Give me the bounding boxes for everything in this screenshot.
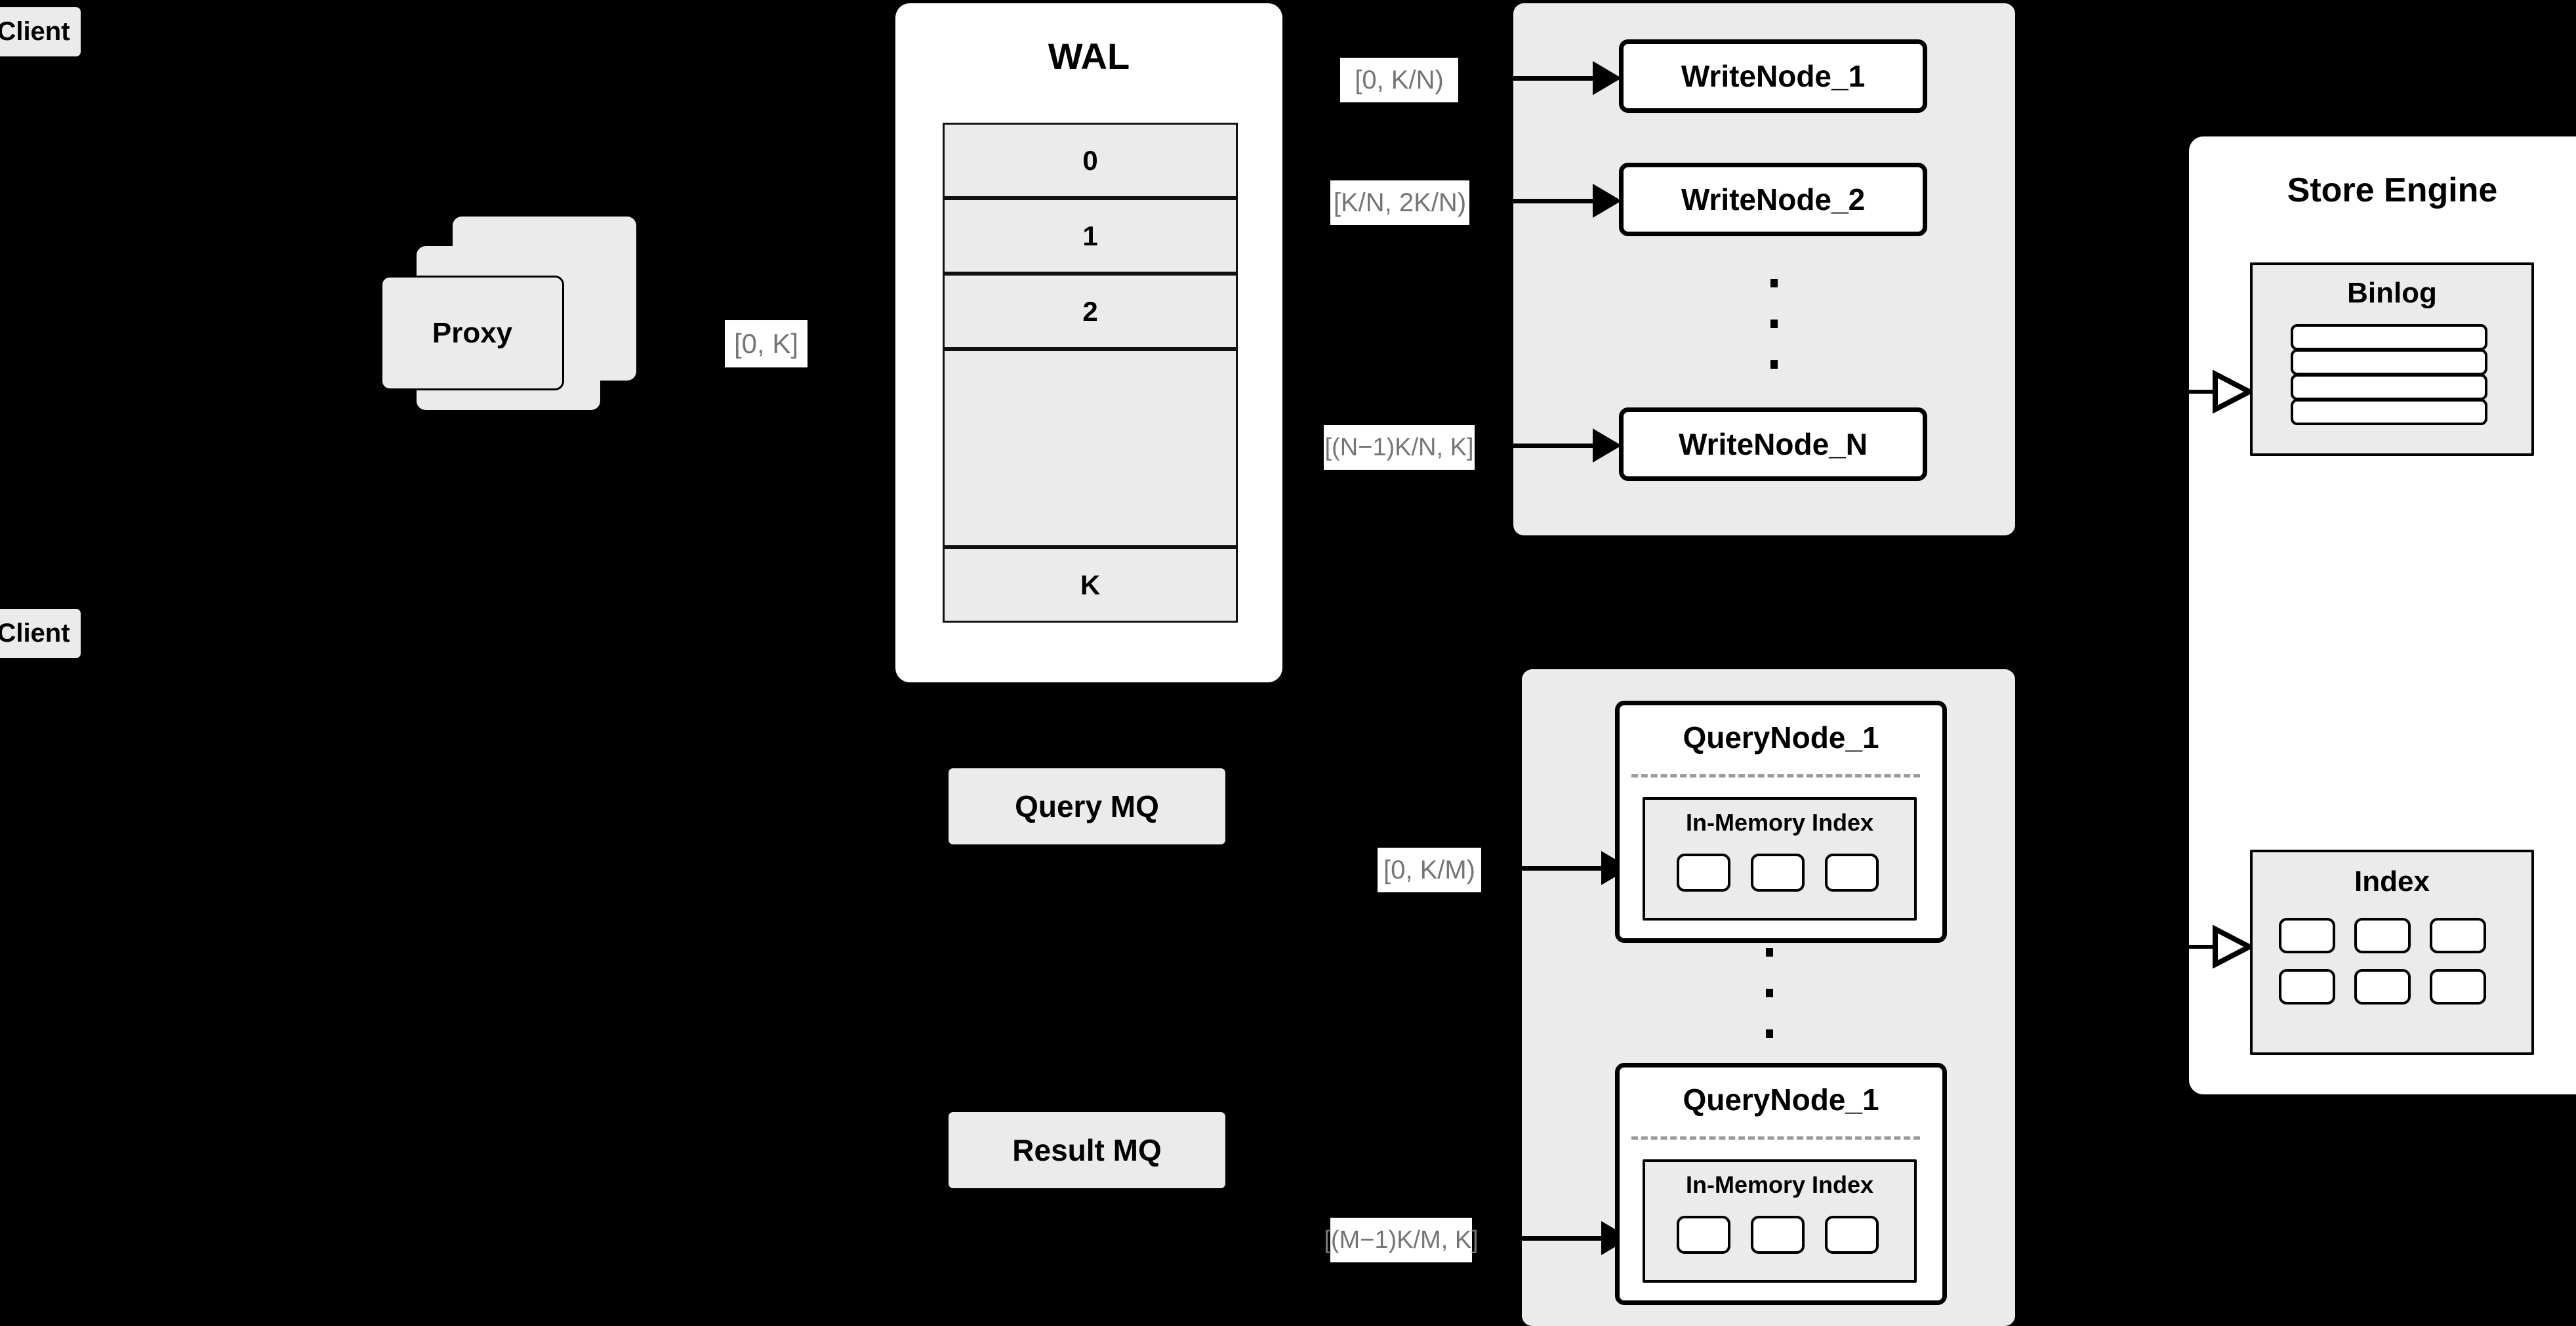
writenode-1-arrow-head-icon [1593, 61, 1622, 95]
index-panel[interactable]: Index [2250, 850, 2534, 1055]
binlog-segment-1[interactable] [2291, 324, 2487, 350]
wal-row-k[interactable]: K [943, 547, 1238, 623]
query-mq-box[interactable]: Query MQ [947, 766, 1227, 846]
writenode-2-arrow-line [1513, 199, 1610, 203]
querynode-m-box[interactable]: QueryNode_1 In-Memory Index [1615, 1063, 1947, 1305]
querynode-1-inmemory-index[interactable]: In-Memory Index [1643, 797, 1917, 921]
binlog-label: Binlog [2347, 277, 2437, 309]
result-mq-box[interactable]: Result MQ [947, 1110, 1227, 1190]
writenode-2-box[interactable]: WriteNode_2 [1619, 163, 1927, 236]
querynode-1-divider [1631, 774, 1920, 777]
wal-ellipsis-icon [2030, 770, 2039, 860]
querynode-m-index-slot-2[interactable] [1751, 1216, 1805, 1254]
binlog-arrow-line [2189, 390, 2217, 394]
writenode-n-label: WriteNode_N [1679, 427, 1868, 461]
querynode-1-label: QueryNode_1 [1683, 720, 1879, 755]
binlog-arrow-head-icon [2213, 370, 2252, 413]
binlog-segment-3[interactable] [2291, 374, 2487, 400]
client-label-2: Client [0, 619, 70, 648]
proxy-stack[interactable]: Proxy [380, 217, 689, 433]
index-slot-3[interactable] [2430, 918, 2486, 953]
proxy-box[interactable]: Proxy [380, 276, 564, 390]
index-arrow-line [2189, 945, 2217, 949]
query-cluster-ellipsis-icon [1765, 948, 1774, 1038]
client-box-2[interactable]: Client [0, 607, 83, 660]
binlog-segment-4[interactable] [2291, 399, 2487, 425]
index-slot-2[interactable] [2354, 918, 2411, 953]
querynode-m-arrow-line [1522, 1236, 1619, 1241]
store-engine-title: Store Engine [2287, 171, 2498, 209]
proxy-interval-label: [0, K] [725, 320, 808, 367]
client-label-1: Client [0, 17, 70, 46]
writenode-2-label: WriteNode_2 [1681, 182, 1866, 217]
wal-row-1[interactable]: 1 [943, 198, 1238, 274]
result-mq-label: Result MQ [1012, 1133, 1162, 1167]
writenode-n-arrow-head-icon [1593, 428, 1622, 463]
index-arrow-head-icon [2213, 925, 2252, 968]
wal-row-ellipsis [943, 349, 2039, 860]
querynode-1-index-slot-1[interactable] [1677, 854, 1730, 892]
querynode-1-arrow-line [1522, 866, 1619, 871]
proxy-label: Proxy [432, 316, 513, 349]
index-slot-4[interactable] [2279, 969, 2335, 1005]
binlog-panel[interactable]: Binlog [2250, 262, 2534, 456]
writenode-1-arrow-line [1513, 76, 1610, 81]
query-mq-label: Query MQ [1015, 789, 1159, 823]
querynode-m-label: QueryNode_1 [1683, 1083, 1879, 1117]
writenode-1-box[interactable]: WriteNode_1 [1619, 39, 1927, 113]
querynode-1-index-slot-2[interactable] [1751, 854, 1805, 892]
index-label: Index [2354, 865, 2430, 898]
querynode-m-inmemory-index[interactable]: In-Memory Index [1643, 1159, 1917, 1283]
querynode-m-index-slot-1[interactable] [1677, 1216, 1730, 1254]
querynode-1-index-slot-3[interactable] [1825, 854, 1879, 892]
writenode-1-label: WriteNode_1 [1681, 59, 1866, 93]
querynode-1-interval-label: [0, K/M) [1378, 848, 1481, 892]
writenode-2-interval-label: [K/N, 2K/N) [1330, 180, 1469, 225]
client-box-1[interactable]: Client [0, 5, 83, 58]
binlog-segment-2[interactable] [2291, 349, 2487, 375]
querynode-1-index-label: In-Memory Index [1685, 809, 1874, 836]
querynode-1-box[interactable]: QueryNode_1 In-Memory Index [1615, 701, 1947, 943]
querynode-m-interval-label: [(M−1)K/M, K] [1324, 1218, 1479, 1262]
writenode-n-box[interactable]: WriteNode_N [1619, 407, 1927, 481]
wal-title: WAL [1048, 35, 1130, 77]
querynode-m-divider [1631, 1136, 1920, 1140]
index-slot-6[interactable] [2430, 969, 2486, 1005]
querynode-m-index-slot-3[interactable] [1825, 1216, 1879, 1254]
wal-row-2[interactable]: 2 [943, 274, 1238, 349]
index-slot-1[interactable] [2279, 918, 2335, 953]
writenode-2-arrow-head-icon [1593, 184, 1622, 218]
writenode-n-interval-label: [(N−1)K/N, K] [1324, 425, 1475, 470]
wal-row-0[interactable]: 0 [943, 123, 1238, 198]
writenode-n-arrow-line [1513, 444, 1610, 448]
index-slot-5[interactable] [2354, 969, 2411, 1005]
writenode-1-interval-label: [0, K/N) [1340, 58, 1458, 102]
write-cluster-ellipsis-icon [1769, 279, 1778, 369]
querynode-m-index-label: In-Memory Index [1685, 1171, 1874, 1198]
